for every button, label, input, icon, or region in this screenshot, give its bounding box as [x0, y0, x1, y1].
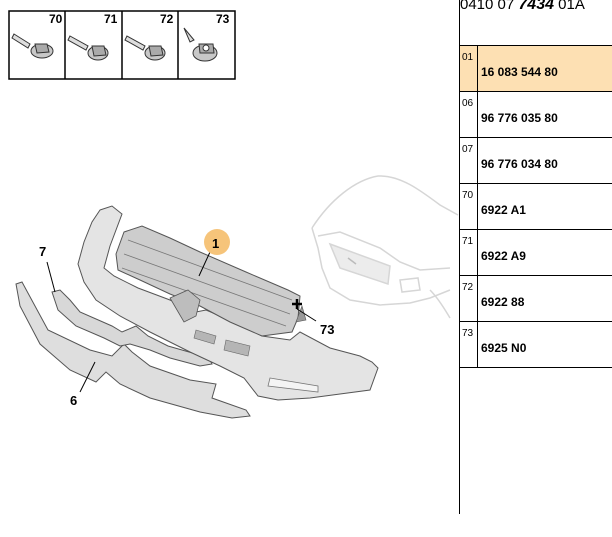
part-reference-number[interactable]: 6922 A9 — [481, 249, 526, 263]
part-code: 01 — [460, 46, 478, 91]
part-reference-number[interactable]: 6922 88 — [481, 295, 525, 309]
part-reference-number[interactable]: 6922 A1 — [481, 203, 526, 217]
reference-prefix: 0410 07 — [460, 0, 515, 13]
callout-label-7: 7 — [39, 244, 46, 259]
part-code: 73 — [460, 322, 478, 367]
callout-label-1: 1 — [212, 236, 219, 251]
hardware-code-73: 73 — [216, 12, 230, 26]
reference-suffix: 01A — [558, 0, 585, 13]
part-code: 71 — [460, 230, 478, 275]
part-reference-number[interactable]: 6925 N0 — [481, 341, 527, 355]
callout-label-73: 73 — [320, 322, 334, 337]
header-divider — [459, 0, 460, 45]
part-code: 07 — [460, 138, 478, 183]
part-code: 06 — [460, 92, 478, 137]
part-code: 72 — [460, 276, 478, 321]
reference-main: 7434 — [518, 0, 554, 13]
part-reference-number[interactable]: 16 083 544 80 — [481, 65, 558, 79]
hardware-panel: 70 71 72 73 — [8, 10, 236, 80]
car-front-silhouette — [311, 175, 459, 319]
callout-leader-lines — [46, 251, 317, 393]
hardware-code-72: 72 — [160, 12, 174, 26]
part-code: 70 — [460, 184, 478, 229]
callout-badge — [204, 229, 230, 255]
front-bumper — [77, 205, 379, 401]
part-reference-number[interactable]: 96 776 034 80 — [481, 157, 558, 171]
flange-screw-icon — [124, 35, 166, 61]
stud-nut-icon — [183, 27, 218, 62]
flange-bolt-icon — [11, 33, 54, 59]
table-divider — [459, 368, 460, 514]
diagram-reference: 0410 07 7434 01A — [460, 0, 612, 15]
fastener-marker-icon — [292, 299, 302, 309]
hex-bolt-icon — [67, 35, 109, 61]
callout-label-6: 6 — [70, 393, 77, 408]
hardware-code-70: 70 — [49, 12, 63, 26]
part-reference-number[interactable]: 96 776 035 80 — [481, 111, 558, 125]
hardware-code-71: 71 — [104, 12, 118, 26]
